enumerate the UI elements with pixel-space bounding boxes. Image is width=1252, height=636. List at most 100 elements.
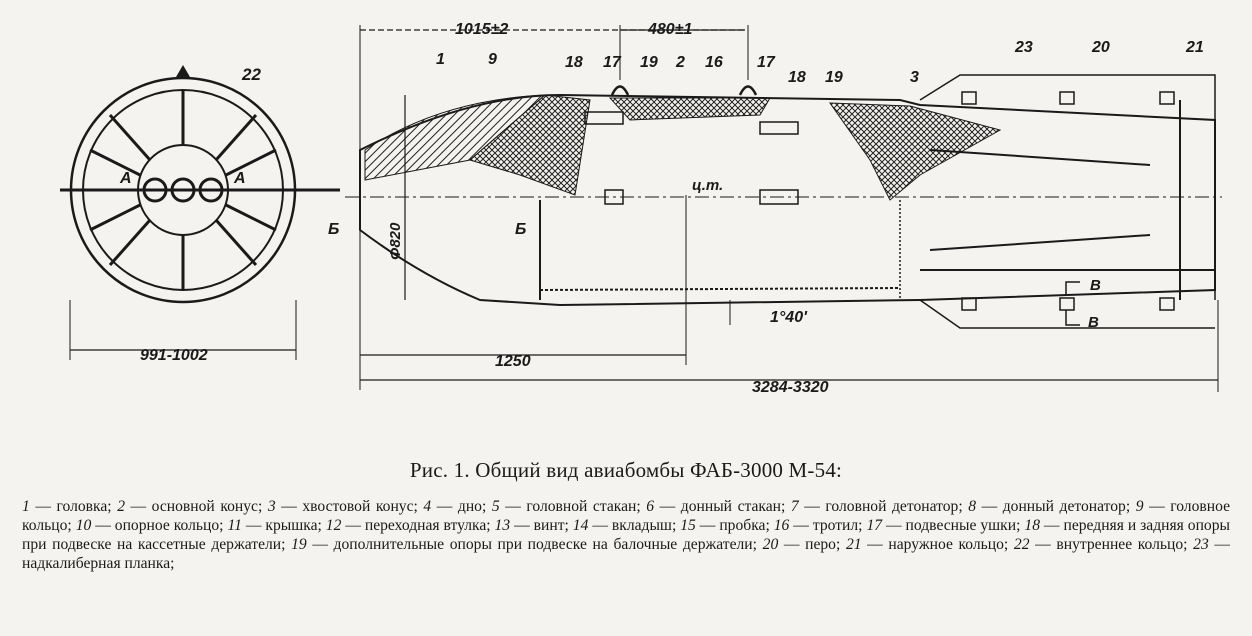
legend-item-text: — крышка; xyxy=(241,517,326,534)
legend-item-text: — основной конус; xyxy=(124,498,268,515)
legend-item-number: 17 xyxy=(866,517,883,534)
legend-item-number: 23 xyxy=(1193,536,1209,553)
legend-item: 6 — донный стакан; xyxy=(646,498,791,515)
figure-caption: Рис. 1. Общий вид авиабомбы ФАБ-3000 М-5… xyxy=(0,458,1252,483)
label-22: 22 xyxy=(241,65,261,84)
legend-item-number: 6 xyxy=(646,498,655,515)
legend-item-number: 14 xyxy=(572,517,589,534)
section-V-top: В xyxy=(1090,277,1101,294)
label-1: 1 xyxy=(436,51,445,68)
legend-item: 4 — дно; xyxy=(423,498,491,515)
label-17a: 17 xyxy=(603,54,622,71)
legend-item-text: — переходная втулка; xyxy=(341,517,495,534)
front-section-A-left: А xyxy=(119,170,132,187)
legend-item-text: — донный детонатор; xyxy=(976,498,1136,515)
legend-item-text: — головной стакан; xyxy=(499,498,647,515)
cg-label: ц.т. xyxy=(692,177,723,194)
legend-item-text: — дополнительные опоры при подвеске на б… xyxy=(306,536,763,553)
legend-item: 17 — подвесные ушки; xyxy=(866,517,1024,534)
label-16: 16 xyxy=(705,54,723,71)
label-3: 3 xyxy=(910,69,919,86)
dim-diameter: Φ820 xyxy=(387,222,404,260)
legend-item: 14 — вкладыш; xyxy=(573,517,680,534)
side-view xyxy=(345,25,1222,392)
section-V-bottom: В xyxy=(1088,314,1099,331)
legend-item-number: 3 xyxy=(267,498,276,515)
legend-item-text: — головное кольцо; xyxy=(22,498,1231,534)
legend-item-number: 18 xyxy=(1024,517,1040,534)
legend-item-number: 11 xyxy=(227,517,242,534)
label-17b: 17 xyxy=(757,54,776,71)
legend-item-text: — наружное кольцо; xyxy=(861,536,1014,553)
dim-overall-length: 3284-3320 xyxy=(752,379,829,396)
front-section-A-right: А xyxy=(233,170,246,187)
label-21: 21 xyxy=(1185,39,1204,56)
legend-item-text: — дно; xyxy=(431,498,492,515)
legend-item: 2 — основной конус; xyxy=(117,498,268,515)
legend-item-number: 4 xyxy=(423,498,432,515)
dim-ring-diameter: 991-1002 xyxy=(140,347,208,364)
legend-item: 12 — переходная втулка; xyxy=(326,517,495,534)
dim-lug-spacing: 480±1 xyxy=(647,21,692,38)
caption-title: Общий вид авиабомбы ФАБ-3000 М-54: xyxy=(475,458,843,482)
section-B-mid: Б xyxy=(515,221,526,238)
legend-item-text: — тротил; xyxy=(789,517,867,534)
legend-item-number: 15 xyxy=(680,517,696,534)
legend-item: 20 — перо; xyxy=(763,536,846,553)
label-19a: 19 xyxy=(640,54,658,71)
legend-item-number: 10 xyxy=(75,517,92,534)
legend-item-number: 16 xyxy=(773,517,790,534)
legend-item-number: 1 xyxy=(22,498,30,515)
legend-item: 9 — головное кольцо; xyxy=(22,498,1230,534)
legend-item-number: 12 xyxy=(325,517,342,534)
legend-item: 22 — внутреннее кольцо; xyxy=(1014,536,1193,553)
label-19b: 19 xyxy=(825,69,843,86)
legend-item: 13 — винт; xyxy=(495,517,573,534)
legend-item-number: 19 xyxy=(291,536,307,553)
legend-item: 3 — хвостовой конус; xyxy=(268,498,424,515)
section-B-left: Б xyxy=(328,221,339,238)
legend-item-text: — подвесные ушки; xyxy=(882,517,1025,534)
legend-item-number: 5 xyxy=(491,498,500,515)
legend-item: 16 — тротил; xyxy=(774,517,867,534)
label-18a: 18 xyxy=(565,54,583,71)
legend-item-text: — надкалиберная планка; xyxy=(22,536,1230,572)
caption-prefix: Рис. 1. xyxy=(409,458,470,482)
legend-item: 5 — головной стакан; xyxy=(492,498,646,515)
legend-item: 15 — пробка; xyxy=(680,517,774,534)
legend-item-text: — опорное кольцо; xyxy=(91,517,228,534)
label-20: 20 xyxy=(1091,39,1110,56)
legend-item: 23 — надкалиберная планка; xyxy=(22,536,1230,572)
bomb-drawing: А А 22 991-1002 xyxy=(60,21,1222,396)
legend-item-number: 22 xyxy=(1013,536,1030,553)
legend-item: 1 — головка; xyxy=(22,498,117,515)
legend-item-number: 20 xyxy=(762,536,779,553)
legend-item-number: 2 xyxy=(117,498,125,515)
legend-item-number: 21 xyxy=(845,536,862,553)
legend-item: 7 — головной детонатор; xyxy=(791,498,968,515)
legend-item-text: — винт; xyxy=(510,517,573,534)
legend-item-text: — донный стакан; xyxy=(654,498,791,515)
legend-item-text: — головка; xyxy=(29,498,118,515)
legend-item-text: — хвостовой конус; xyxy=(275,498,424,515)
legend-item-text: — внутреннее кольцо; xyxy=(1029,536,1194,553)
front-view xyxy=(60,65,340,360)
legend-item-number: 9 xyxy=(1135,498,1144,515)
legend-item-text: — перо; xyxy=(778,536,846,553)
legend-item-text: — вкладыш; xyxy=(588,517,681,534)
legend-item-number: 7 xyxy=(790,498,799,515)
legend-item-text: — передняя и задняя опоры при подвеске н… xyxy=(22,517,1230,553)
legend-item-number: 13 xyxy=(494,517,511,534)
legend-item-number: 8 xyxy=(968,498,977,515)
legend-item-text: — головной детонатор; xyxy=(798,498,969,515)
label-23: 23 xyxy=(1014,39,1033,56)
dim-angle: 1°40' xyxy=(770,309,808,326)
legend-item: 21 — наружное кольцо; xyxy=(846,536,1014,553)
label-18b: 18 xyxy=(788,69,806,86)
legend-item: 11 — крышка; xyxy=(227,517,325,534)
legend-item-text: — пробка; xyxy=(695,517,774,534)
label-2: 2 xyxy=(675,54,685,71)
figure-legend: 1 — головка; 2 — основной конус; 3 — хво… xyxy=(22,497,1230,573)
legend-item: 8 — донный детонатор; xyxy=(968,498,1136,515)
legend-item: 19 — дополнительные опоры при подвеске н… xyxy=(291,536,763,553)
